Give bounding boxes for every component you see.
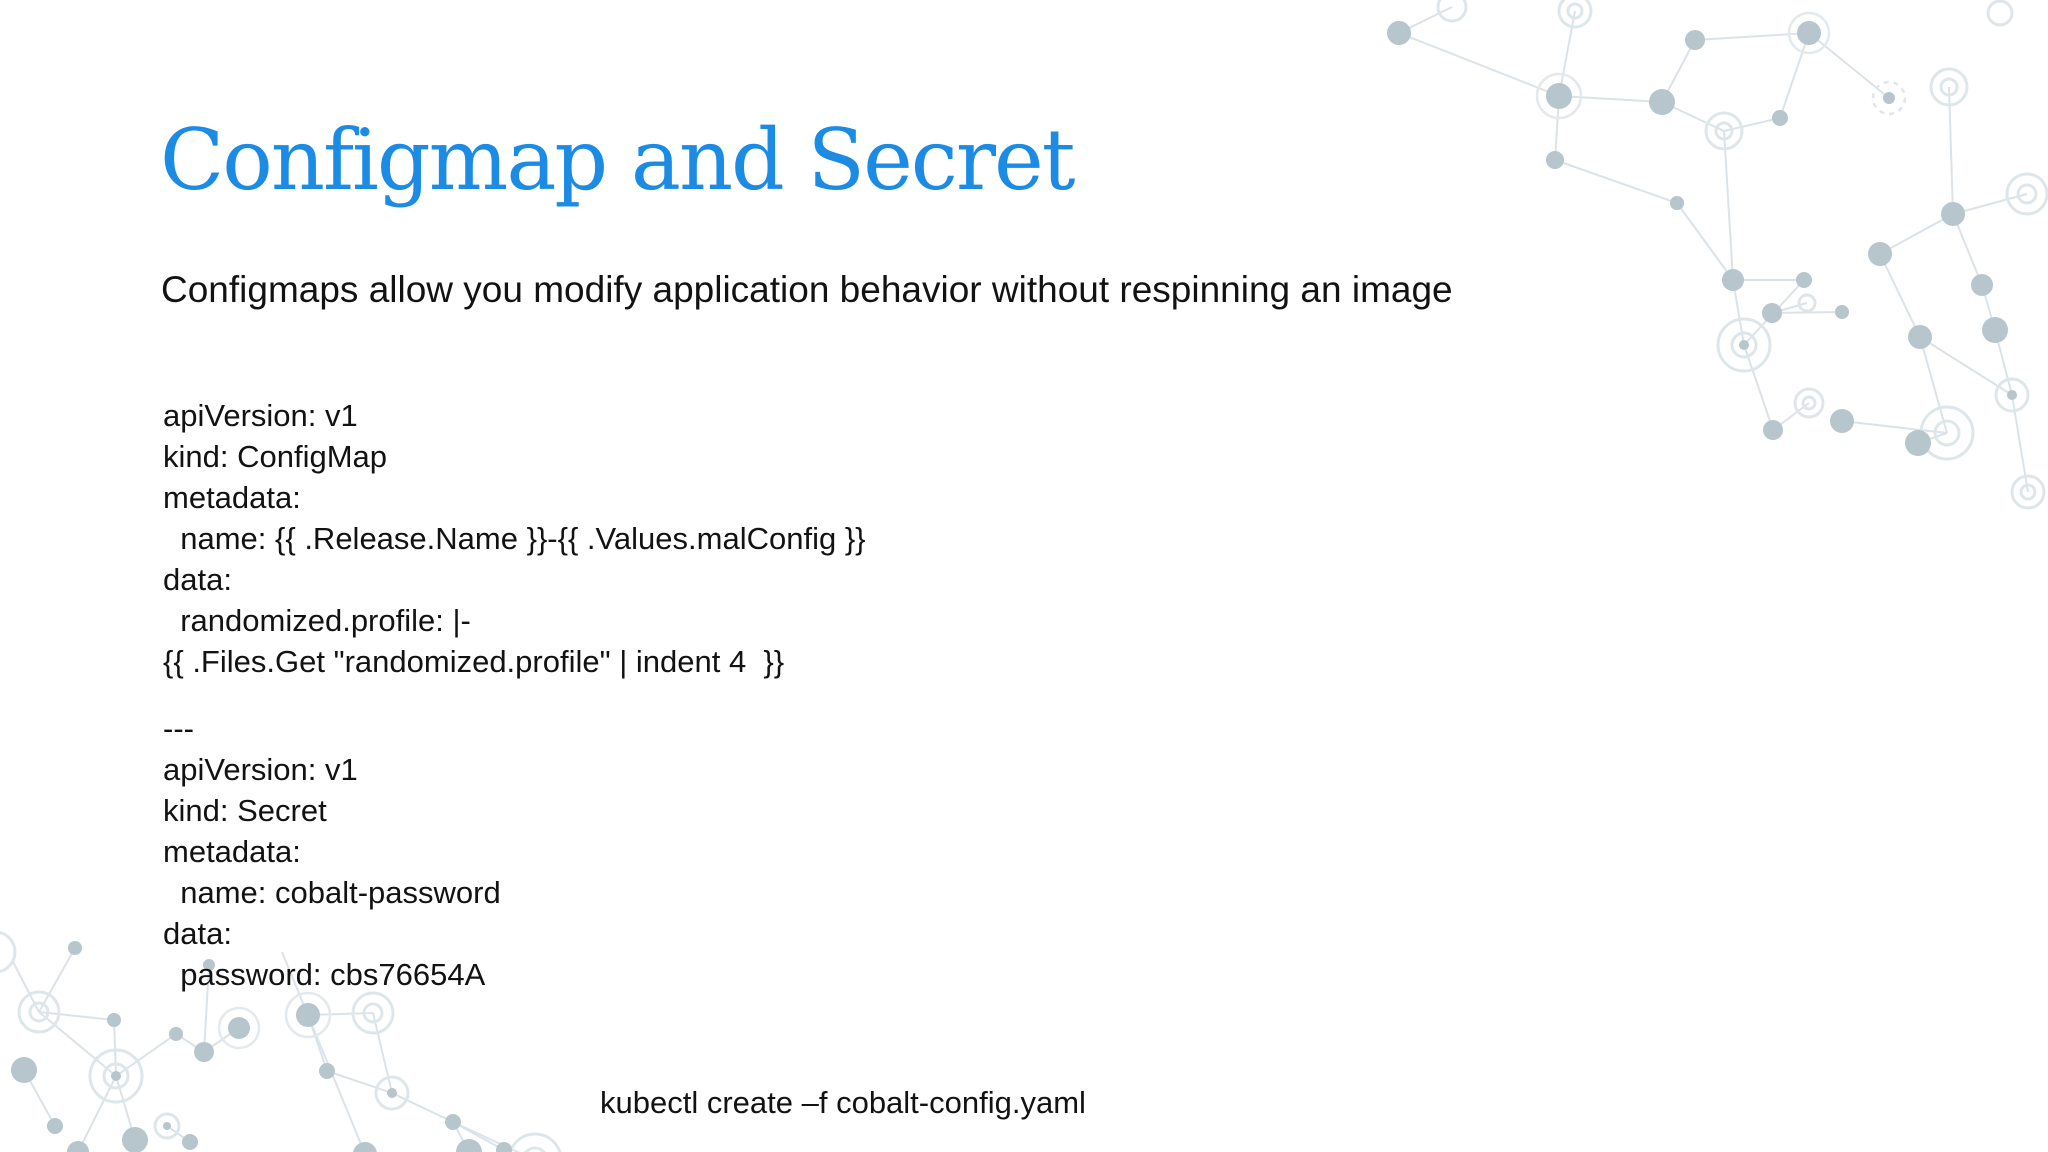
slide-subtitle: Configmaps allow you modify application …	[161, 269, 1453, 310]
configmap-yaml-code: apiVersion: v1 kind: ConfigMap metadata:…	[163, 398, 866, 679]
secret-yaml-code: --- apiVersion: v1 kind: Secret metadata…	[163, 711, 501, 992]
kubectl-command-text: kubectl create –f cobalt-config.yaml	[600, 1085, 1086, 1120]
slide-title: Configmap and Secret	[160, 111, 1075, 209]
network-decoration-top-right-graphic	[1387, 0, 2048, 510]
